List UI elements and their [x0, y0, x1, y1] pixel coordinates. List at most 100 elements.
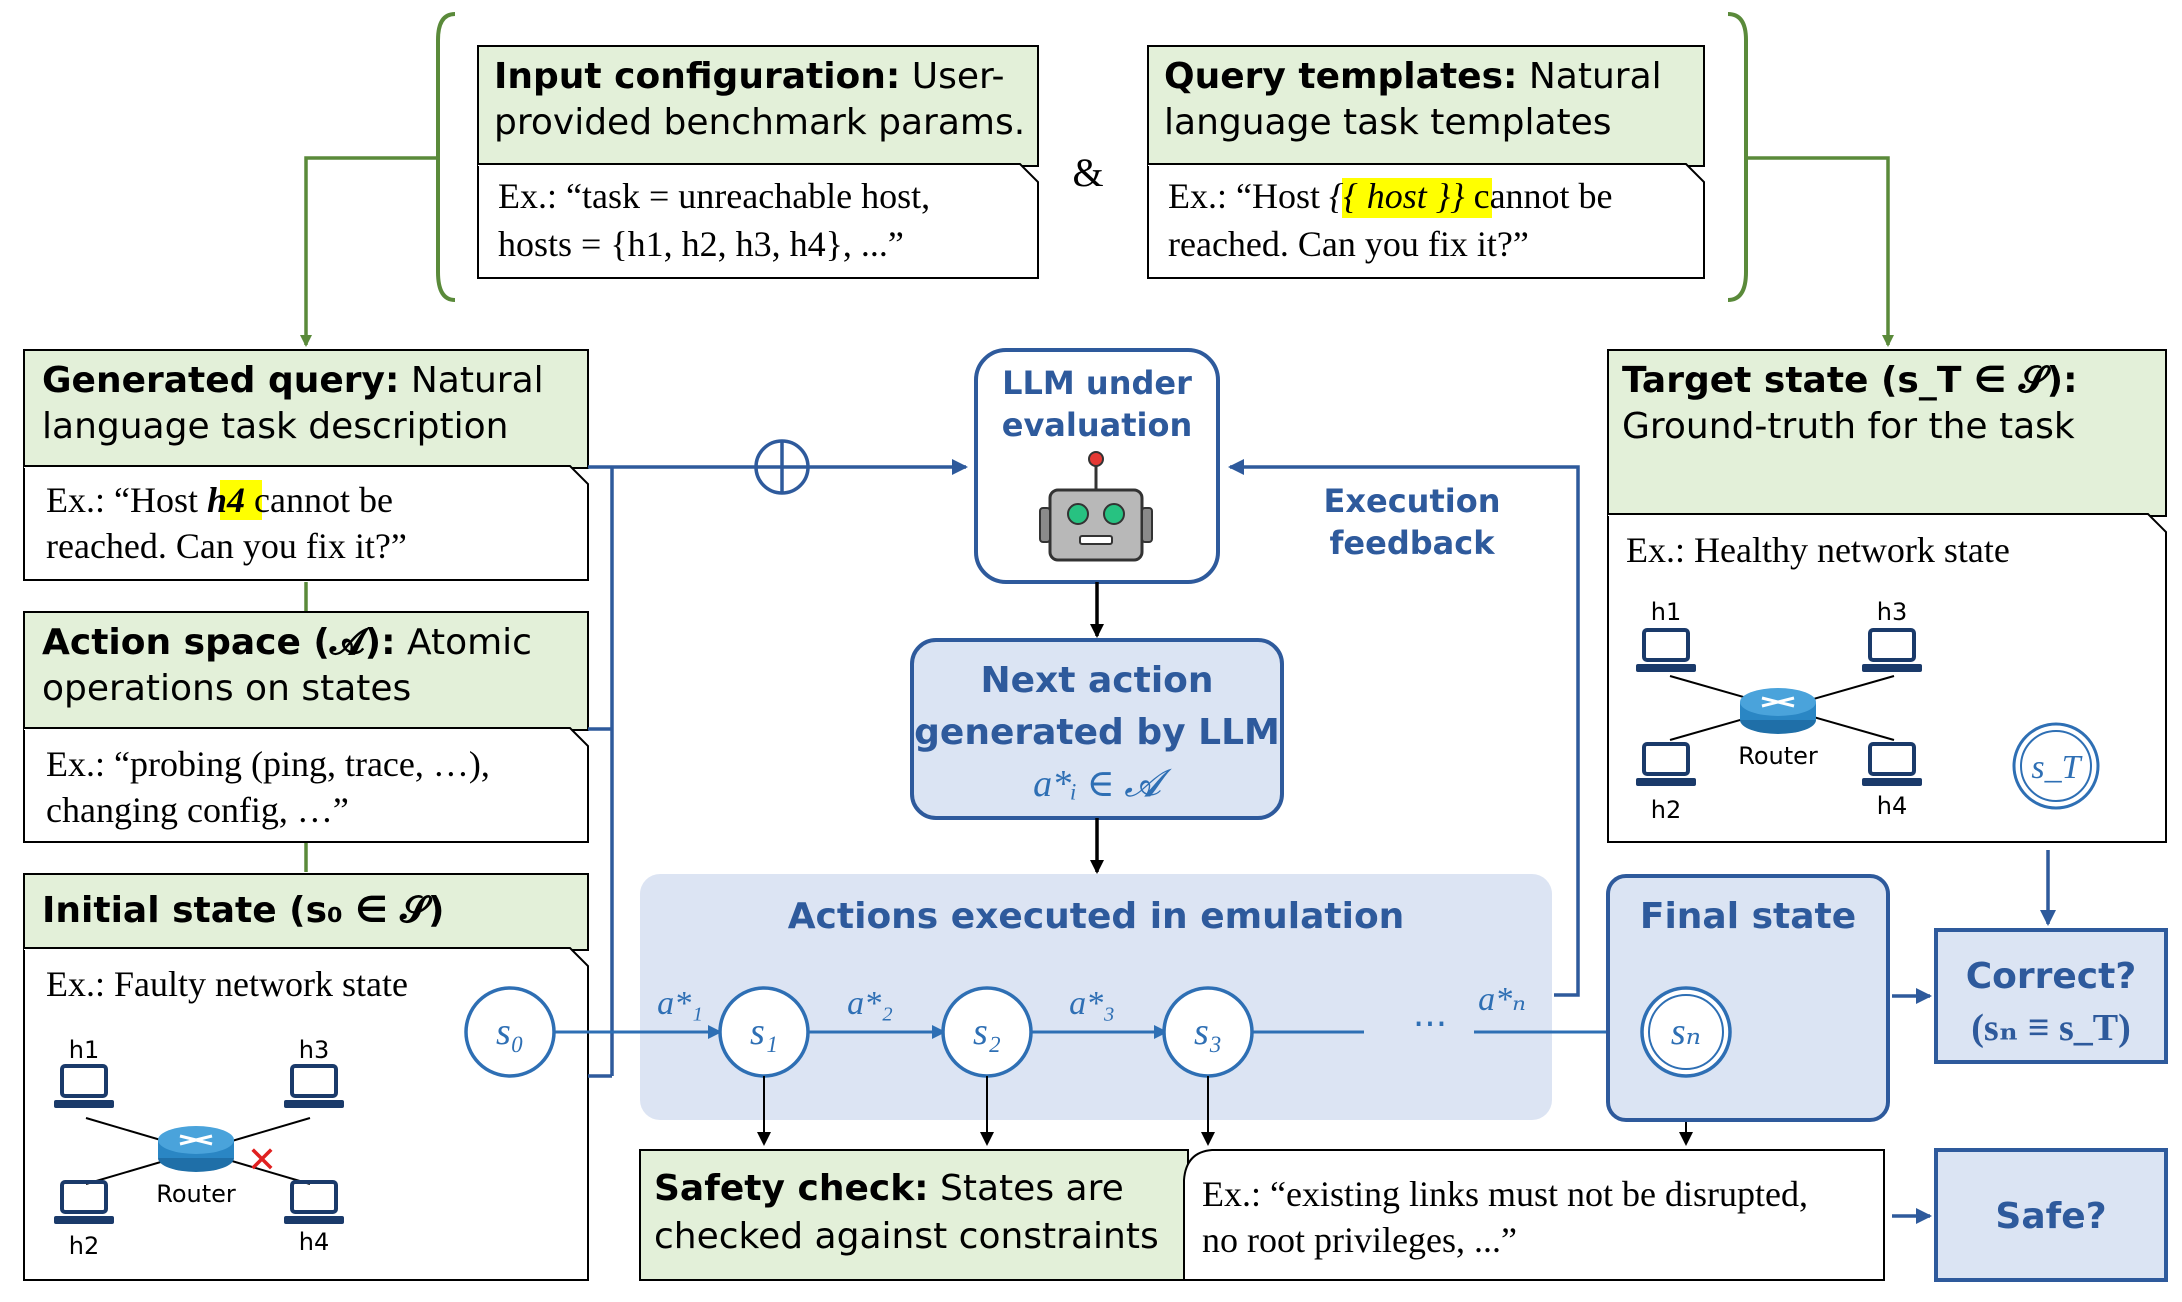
host-highlight — [220, 480, 262, 520]
faulty-network: ✕ h1 h3 h2 h4 Router — [54, 1036, 344, 1260]
host-label: h4 — [1877, 792, 1907, 820]
action-space-title: Action space (𝓐): — [42, 622, 396, 663]
router-icon — [1740, 688, 1816, 734]
llm-box: LLM under evaluation — [974, 348, 1220, 584]
generated-query-example-c: cannot be — [245, 480, 393, 520]
next-action-line2: generated by LLM — [914, 712, 1280, 753]
healthy-network: h1 h3 h2 h4 Router — [1636, 598, 1922, 824]
template-example-line2: reached. Can you fix it?” — [1168, 224, 1529, 264]
action-space-title-line2: operations on states — [42, 668, 411, 709]
action-an: a*ₙ — [1478, 981, 1526, 1018]
query-templates-title: Query templates: — [1164, 56, 1517, 97]
generated-query-title-line2: language task description — [42, 406, 508, 447]
input-configuration-box: Input configuration: User- provided benc… — [477, 45, 1039, 279]
action-a2: a*₂ — [847, 985, 893, 1022]
initial-state-box: Initial state (s₀ ∈ 𝓢) Ex.: Faulty netwo… — [23, 873, 589, 1281]
final-state-symbol: sₙ — [1671, 1011, 1701, 1053]
input-config-example-line2: hosts = {h1, h2, h3, h4}, ...” — [498, 224, 904, 264]
safe-box: Safe? — [1934, 1148, 2168, 1282]
template-example-a: Ex.: “Host — [1168, 176, 1329, 216]
state-s1: s₁ — [750, 1011, 778, 1053]
initial-state-example: Ex.: Faulty network state — [46, 964, 408, 1004]
final-state-title: Final state — [1640, 896, 1856, 937]
svg-text:Input configuration: User-: Input configuration: User- — [494, 56, 1005, 97]
correct-label: Correct? — [1966, 956, 2137, 997]
emulation-title: Actions executed in emulation — [788, 896, 1405, 937]
svg-text:Safety check: States are: Safety check: States are — [654, 1168, 1124, 1209]
router-label: Router — [1738, 742, 1818, 770]
target-state-symbol: s_T — [2031, 749, 2082, 786]
svg-text:Ex.: “Host {{ host }} cannot b: Ex.: “Host {{ host }} cannot be — [1168, 176, 1613, 216]
emulation-panel: Actions executed in emulation — [640, 874, 1552, 1120]
next-action-line1: Next action — [980, 660, 1213, 701]
target-state-example: Ex.: Healthy network state — [1626, 530, 2010, 570]
host-label: h2 — [69, 1232, 99, 1260]
safety-title: Safety check: — [654, 1168, 929, 1209]
generated-query-example-line2: reached. Can you fix it?” — [46, 526, 407, 566]
input-config-example-line1: Ex.: “task = unreachable host, — [498, 176, 930, 216]
host-label: h3 — [1877, 598, 1907, 626]
svg-text:Generated query: Natural: Generated query: Natural — [42, 360, 544, 401]
next-action-math: a*ᵢ ∈ 𝓐 — [1033, 763, 1172, 805]
target-state-box: Target state (s_T ∈ 𝓢): Ground-truth for… — [1607, 349, 2167, 843]
correct-box: Correct? (sₙ ≡ s_T) — [1934, 928, 2168, 1064]
action-a3: a*₃ — [1069, 985, 1115, 1022]
template-example-c: cannot be — [1465, 176, 1613, 216]
template-highlight — [1342, 178, 1492, 218]
state-s3: s₃ — [1194, 1011, 1222, 1053]
target-state-subtitle: Ground-truth for the task — [1622, 406, 2075, 447]
action-space-example-line2: changing config, …” — [46, 790, 349, 830]
router-icon — [158, 1126, 234, 1172]
robot-icon — [1039, 451, 1153, 562]
generated-host: h4 — [207, 480, 245, 520]
template-placeholder: {{ host }} — [1329, 176, 1465, 216]
query-templates-box: Query templates: Natural language task t… — [1147, 45, 1705, 279]
chain-ellipsis: ··· — [1413, 1004, 1447, 1045]
xor-circle-icon — [754, 439, 810, 495]
safety-check-box: Safety check: States are checked against… — [639, 1149, 1885, 1281]
llm-label-line1: LLM under — [1002, 364, 1192, 402]
action-space-example-line1: Ex.: “probing (ping, trace, …), — [46, 744, 490, 784]
llm-label-line2: evaluation — [1002, 406, 1193, 444]
input-config-title-line2: provided benchmark params. — [494, 102, 1025, 143]
execution-feedback-line2: feedback — [1330, 524, 1496, 562]
input-config-title: Input configuration: — [494, 56, 900, 97]
svg-text:Ex.: “Host h4 cannot be: Ex.: “Host h4 cannot be — [46, 480, 393, 520]
correct-condition: (sₙ ≡ s_T) — [1971, 1007, 2131, 1049]
host-label: h4 — [299, 1228, 329, 1256]
state-circles — [464, 986, 1254, 1078]
generated-query-title: Generated query: — [42, 360, 399, 401]
final-state-box: Final state sₙ — [1606, 874, 1890, 1122]
safety-example-line1: Ex.: “existing links must not be disrupt… — [1202, 1174, 1808, 1214]
safe-label: Safe? — [1995, 1196, 2106, 1237]
broken-link-mark: ✕ — [247, 1140, 277, 1180]
host-label: h1 — [69, 1036, 99, 1064]
host-label: h2 — [1651, 796, 1681, 824]
host-label: h1 — [1651, 598, 1681, 626]
state-s0: s₀ — [496, 1011, 524, 1053]
svg-text:Action space (𝓐): Atomic: Action space (𝓐): Atomic — [42, 622, 532, 663]
generated-query-example-a: Ex.: “Host — [46, 480, 207, 520]
host-label: h3 — [299, 1036, 329, 1064]
action-space-box: Action space (𝓐): Atomic operations on s… — [23, 611, 589, 843]
next-action-box: Next action generated by LLM a*ᵢ ∈ 𝓐 — [910, 638, 1284, 820]
target-state-title: Target state (s_T ∈ 𝓢): — [1622, 360, 2077, 401]
ampersand: & — [1072, 150, 1103, 195]
input-config-title-rest: User- — [912, 56, 1005, 97]
svg-text:Query templates: Natural: Query templates: Natural — [1164, 56, 1662, 97]
safety-title-rest: States are — [940, 1168, 1124, 1209]
initial-state-title: Initial state (s₀ ∈ 𝓢) — [42, 890, 444, 931]
safety-example-line2: no root privileges, ...” — [1202, 1220, 1517, 1260]
generated-query-box: Generated query: Natural language task d… — [23, 349, 589, 581]
generated-query-title-rest: Natural — [411, 360, 544, 401]
action-a1: a*₁ — [657, 985, 703, 1022]
query-templates-title-rest: Natural — [1529, 56, 1662, 97]
execution-feedback-line1: Execution — [1324, 482, 1501, 520]
safety-title-line2: checked against constraints — [654, 1216, 1159, 1257]
query-templates-title-line2: language task templates — [1164, 102, 1612, 143]
connectors — [588, 459, 2056, 1224]
state-s2: s₂ — [973, 1011, 1001, 1053]
action-space-title-rest: Atomic — [407, 622, 532, 663]
